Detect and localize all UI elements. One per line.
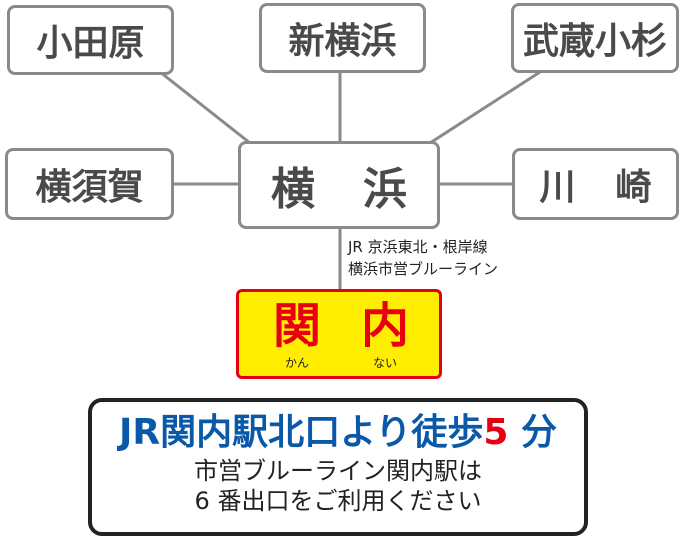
walk-time: JR関内駅北口より徒歩5 分 xyxy=(92,410,584,456)
station-musashi-kosugi: 武蔵小杉 xyxy=(511,3,679,73)
kannai-ruby-1: かん xyxy=(285,356,310,370)
station-shin-yokohama-label: 新横浜 xyxy=(288,21,397,62)
station-odawara: 小田原 xyxy=(7,5,174,75)
kannai-char-2: 内 xyxy=(361,298,410,354)
walk-minutes: 5 xyxy=(483,412,509,453)
exit-note-line-1: 市営ブルーライン関内駅は xyxy=(194,457,482,485)
walk-suffix: 分 xyxy=(508,412,557,453)
kannai-ruby-2: ない xyxy=(373,356,398,370)
line-keihin-tohoku: JR 京浜東北・根岸線 xyxy=(348,238,488,256)
station-odawara-label: 小田原 xyxy=(36,23,145,64)
station-shin-yokohama: 新横浜 xyxy=(259,3,426,73)
line-musashikosugi-yokohama xyxy=(429,70,541,145)
station-yokohama-label: 横浜 xyxy=(271,164,455,215)
station-kannai: 関 内 かん ない xyxy=(236,289,442,379)
access-info-box: JR関内駅北口より徒歩5 分 市営ブルーライン関内駅は 6 番出口をご利用くださ… xyxy=(88,398,588,536)
line-blue-line: 横浜市営ブルーライン xyxy=(348,260,499,278)
station-kawasaki: 川崎 xyxy=(512,148,679,220)
station-yokohama: 横浜 xyxy=(238,141,440,229)
line-info: JR 京浜東北・根岸線 横浜市営ブルーライン xyxy=(348,236,498,280)
station-musashi-kosugi-label: 武蔵小杉 xyxy=(522,21,667,62)
station-yokosuka: 横須賀 xyxy=(5,148,174,220)
line-odawara-yokohama xyxy=(159,70,251,145)
walk-prefix: JR関内駅北口より徒歩 xyxy=(118,412,484,453)
station-yokosuka-label: 横須賀 xyxy=(35,167,144,208)
kannai-char-1: 関 xyxy=(273,298,322,354)
exit-note-line-2: 6 番出口をご利用ください xyxy=(194,487,482,515)
station-kawasaki-label: 川崎 xyxy=(539,167,683,208)
